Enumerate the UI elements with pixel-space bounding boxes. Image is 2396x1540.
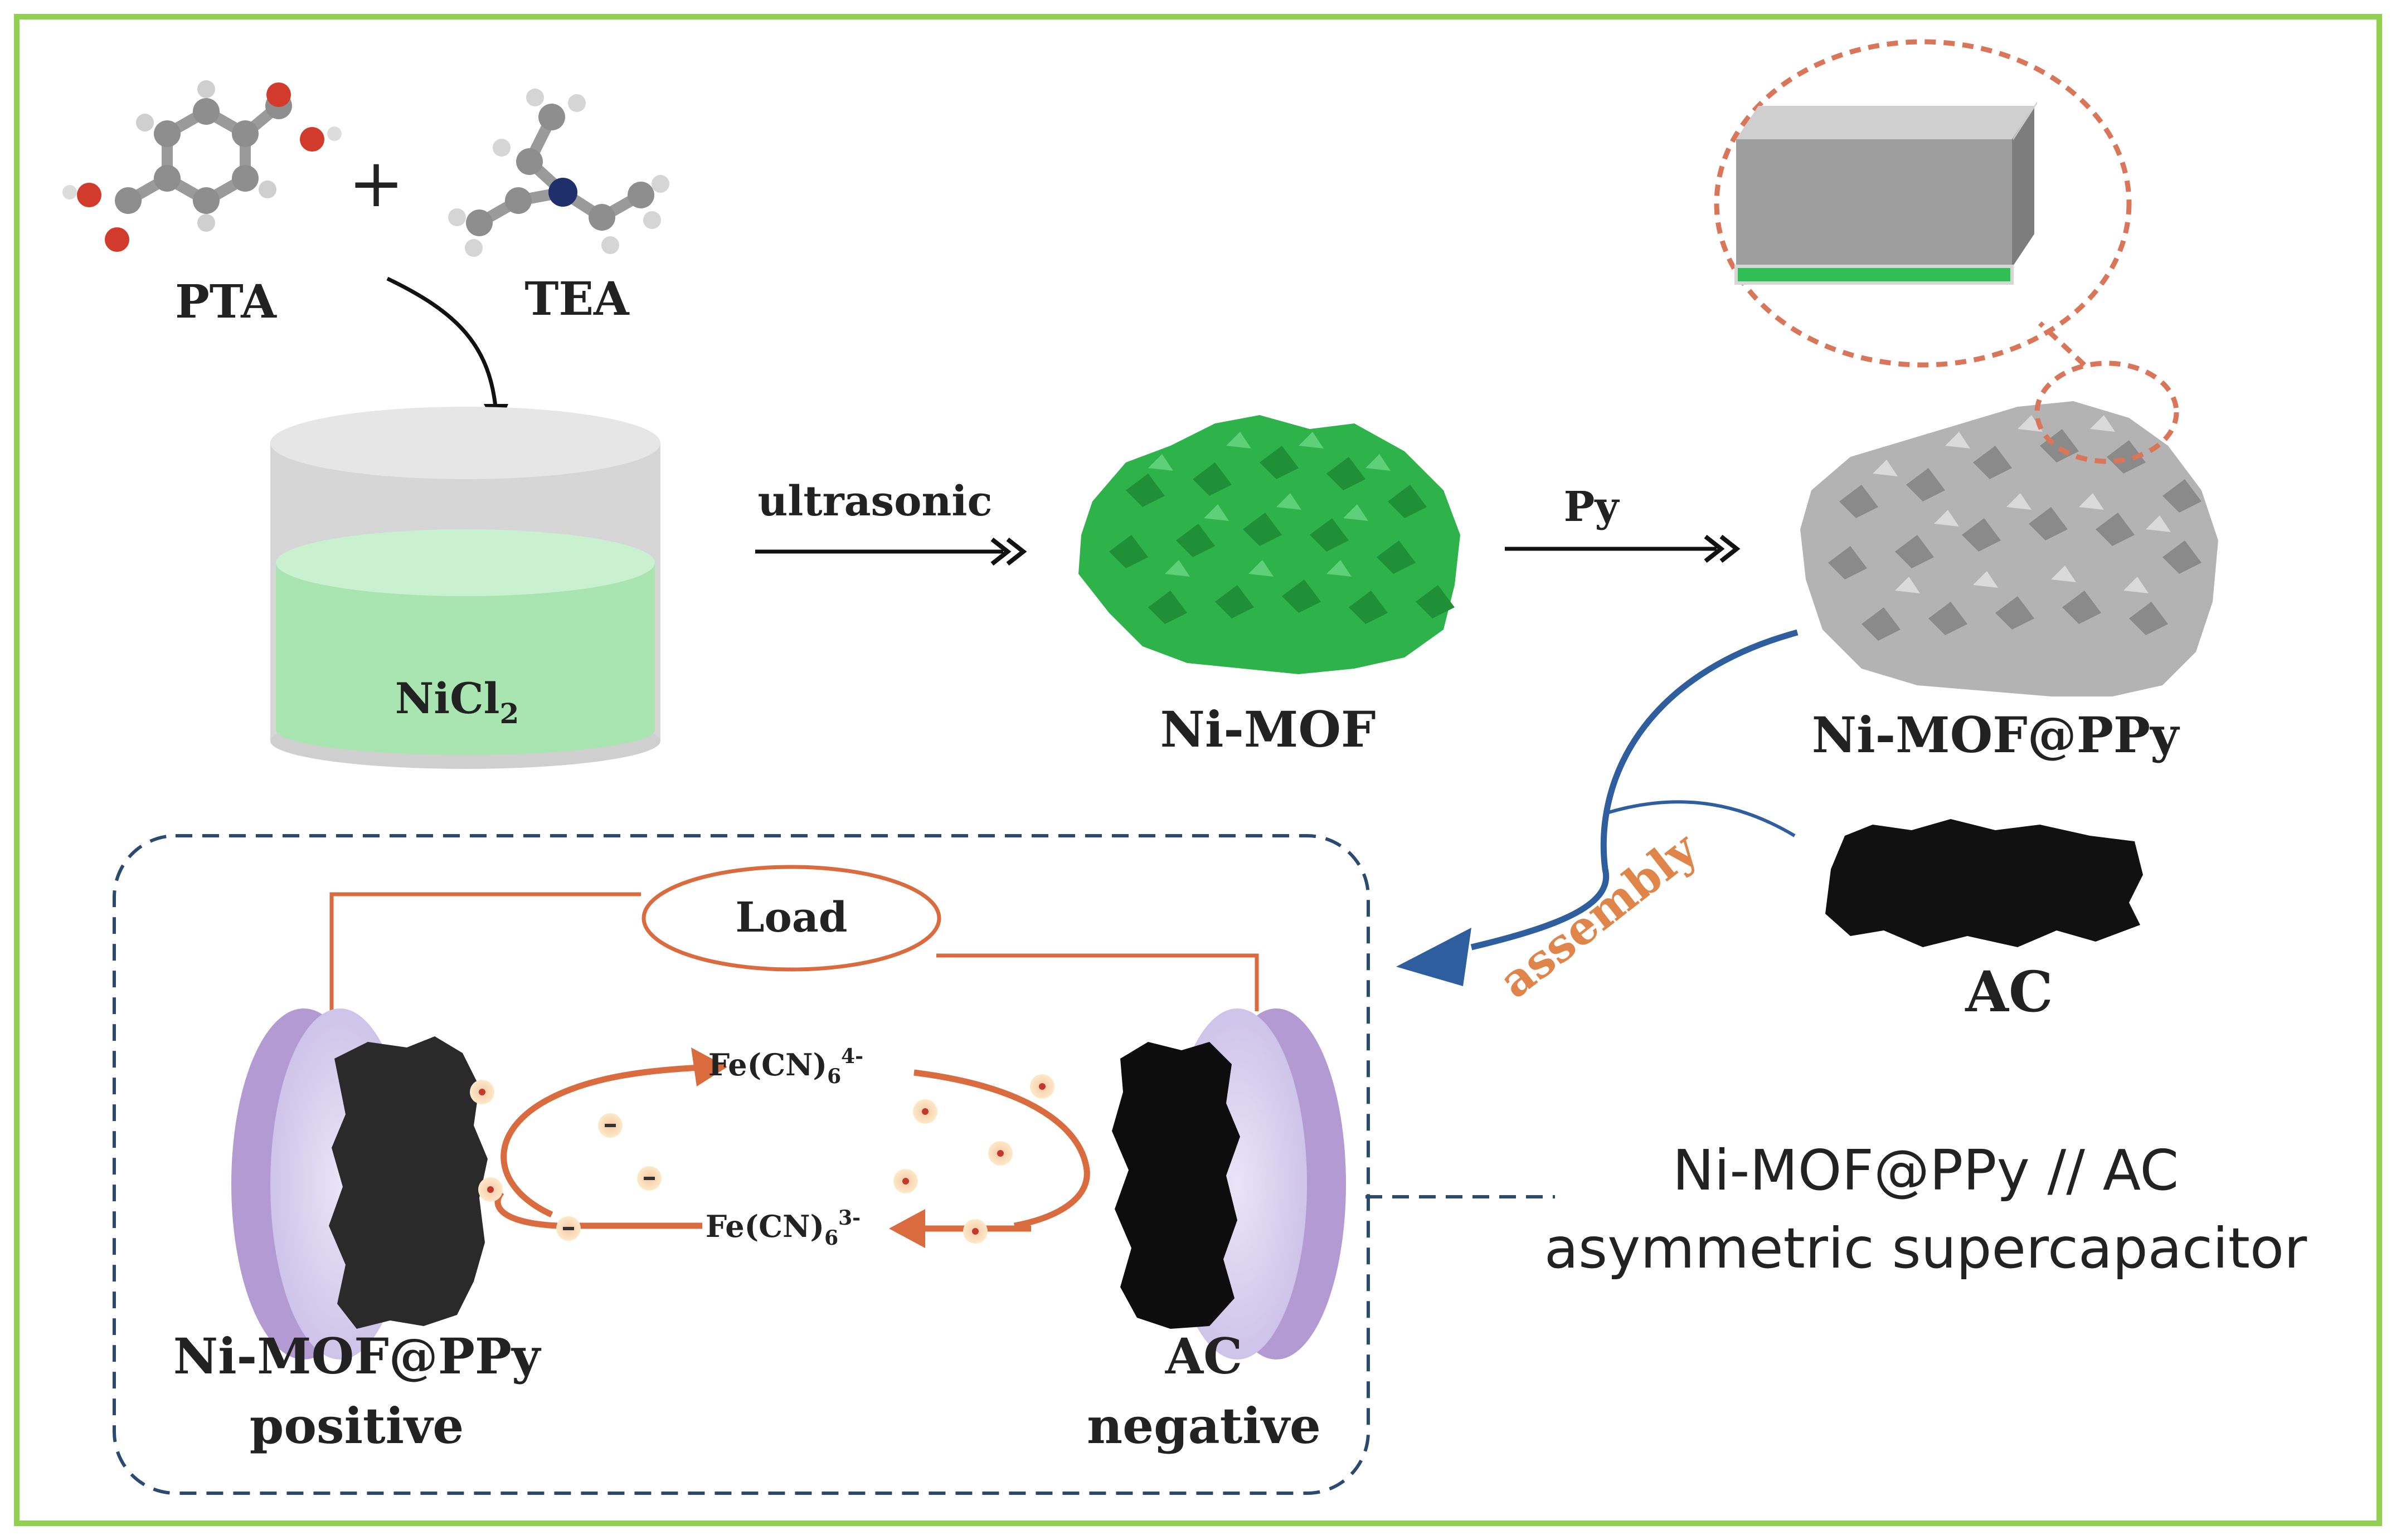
ni-mof-ppy-label: Ni-MOF@PPy: [1812, 706, 2180, 764]
zoom-circle-small: [2034, 360, 2179, 464]
nicl2-label: NiCl2: [395, 674, 519, 730]
plus-sign: +: [348, 145, 405, 222]
ac-particle: [1825, 819, 2143, 947]
ferrocyanide-label: Fe(CN)64-: [708, 1045, 863, 1088]
ni-mof-ppy-particle: [1800, 401, 2218, 696]
electrolyte-ions: [470, 1074, 1054, 1244]
assembly-arrow-head: [1396, 928, 1471, 986]
device-title: Ni-MOF@PPy // AC: [1673, 1138, 2179, 1203]
reduction-arrow-head: [889, 1209, 925, 1248]
pta-molecule-icon: [62, 80, 342, 252]
nicl2-beaker: [270, 407, 660, 769]
ac-feed-line: [1605, 800, 1796, 837]
tea-molecule-icon: [448, 89, 669, 257]
upper-return-arrow: [913, 1069, 1090, 1229]
ni-mof-particle: [1078, 415, 1460, 674]
load-label: Load: [735, 894, 847, 942]
oxidation-arrow: [500, 1064, 714, 1218]
positive-electrode-role: positive: [250, 1397, 464, 1455]
film-slab: [1734, 101, 2037, 285]
pta-label: PTA: [175, 275, 277, 329]
load-element: [641, 865, 941, 972]
ni-mof-label: Ni-MOF: [1160, 700, 1376, 758]
ac-label: AC: [1965, 959, 2053, 1025]
tea-label: TEA: [524, 272, 630, 326]
zoom-circle-large: [1714, 39, 2132, 368]
reagent-arrow: [386, 276, 498, 413]
py-label: Py: [1564, 483, 1620, 531]
load-circuit-wire: [329, 892, 1259, 1011]
zoom-connector: [2038, 321, 2087, 367]
device-subtitle: asymmetric supercapacitor: [1544, 1216, 2307, 1281]
oxidation-arrow-head: [691, 1047, 727, 1086]
negative-electrode-name: AC: [1165, 1327, 1242, 1385]
negative-electrode: [1112, 1008, 1346, 1359]
ultrasonic-label: ultrasonic: [757, 477, 992, 525]
positive-electrode: [231, 1008, 488, 1359]
assembly-arrow: [1470, 629, 1799, 951]
positive-electrode-name: Ni-MOF@PPy: [173, 1327, 542, 1385]
ferricyanide-label: Fe(CN)63-: [706, 1206, 861, 1250]
device-box: [113, 834, 1370, 1495]
negative-electrode-role: negative: [1087, 1397, 1321, 1455]
